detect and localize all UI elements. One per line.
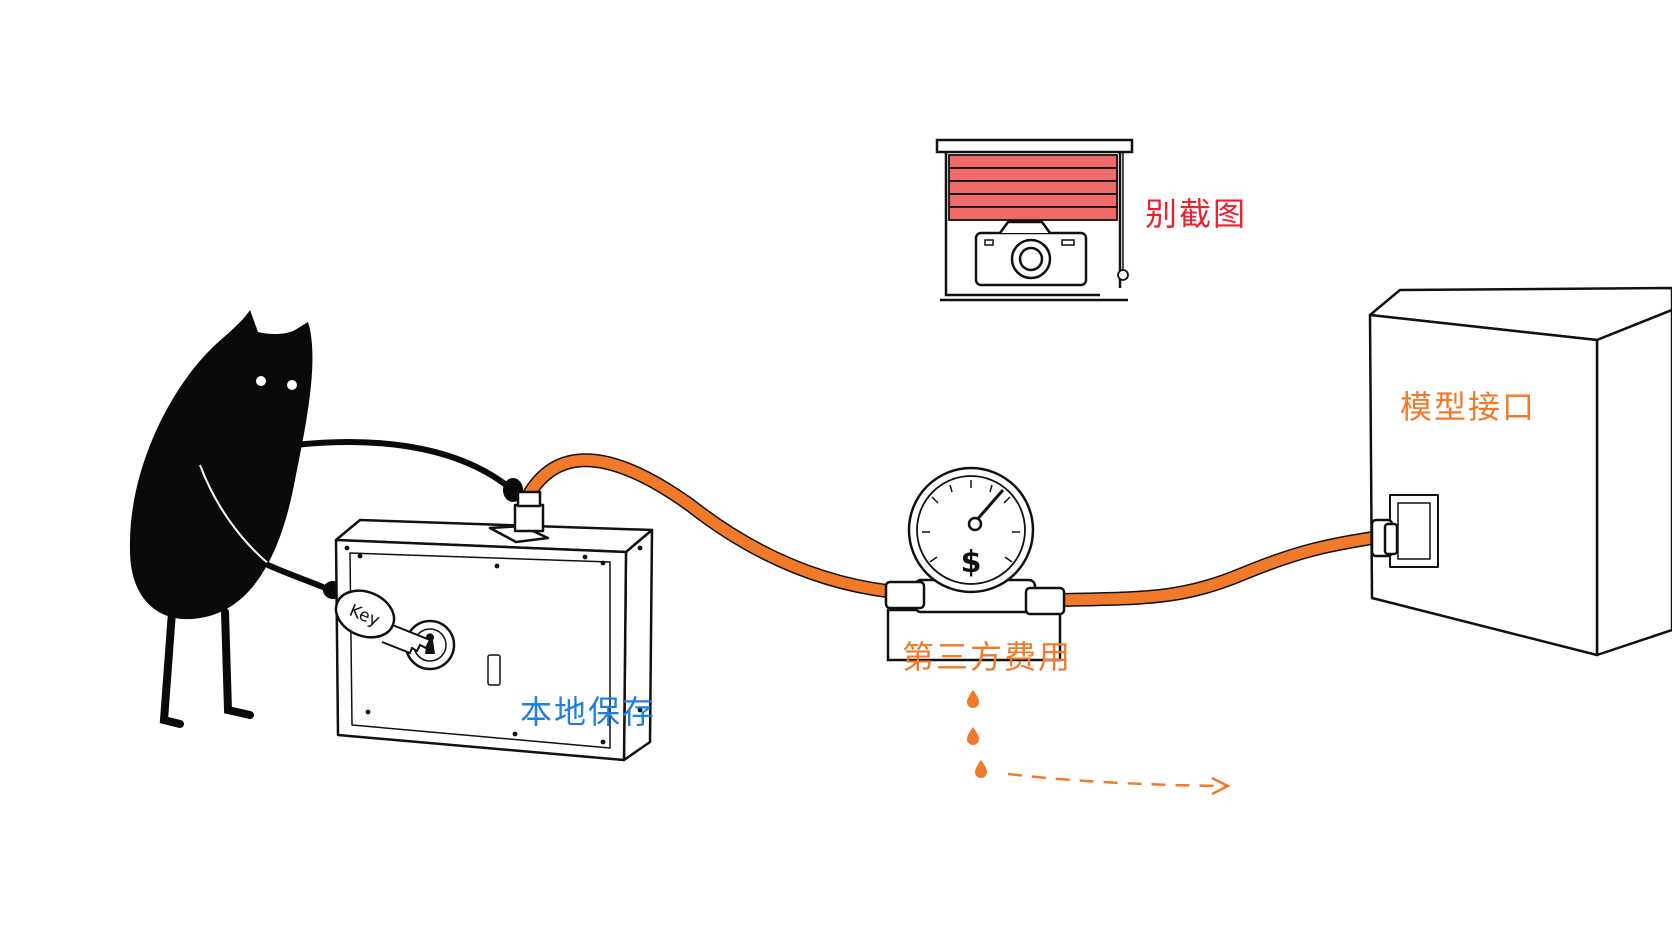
cat-creature (129, 310, 523, 728)
key-icon: Key (334, 589, 432, 655)
right-eye (287, 380, 297, 390)
camera-icon (974, 220, 1088, 287)
pressure-gauge: $ (884, 466, 1066, 662)
blind-slats (948, 154, 1118, 221)
window-blind (935, 138, 1134, 302)
server-box (1368, 286, 1672, 657)
model-api-label: 模型接口 (1400, 388, 1536, 426)
orange-hose (521, 453, 1379, 607)
third-party-fee-label: 第三方费用 (902, 638, 1072, 676)
dollar-icon: $ (961, 545, 982, 580)
safe-box (334, 490, 654, 762)
left-eye (256, 376, 266, 386)
dashed-arrow (1007, 772, 1231, 796)
no-screenshot-label: 别截图 (1145, 195, 1247, 233)
local-storage-label: 本地保存 (520, 693, 656, 731)
money-drip (967, 690, 987, 778)
